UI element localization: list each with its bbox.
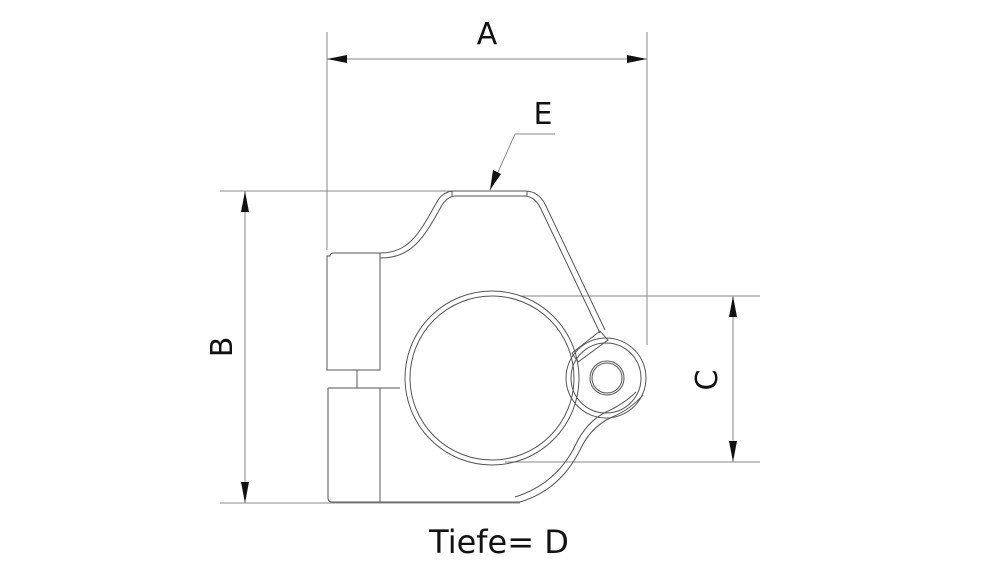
clamp-part (326, 190, 647, 503)
label-a: A (477, 17, 498, 52)
label-c: C (690, 370, 725, 391)
dimension-b (220, 190, 520, 504)
dimension-a (326, 32, 648, 345)
leader-e (489, 133, 555, 191)
dimension-c (505, 295, 760, 463)
label-b: B (205, 337, 240, 358)
label-depth: Tiefe= D (428, 523, 569, 561)
label-e: E (534, 97, 553, 132)
